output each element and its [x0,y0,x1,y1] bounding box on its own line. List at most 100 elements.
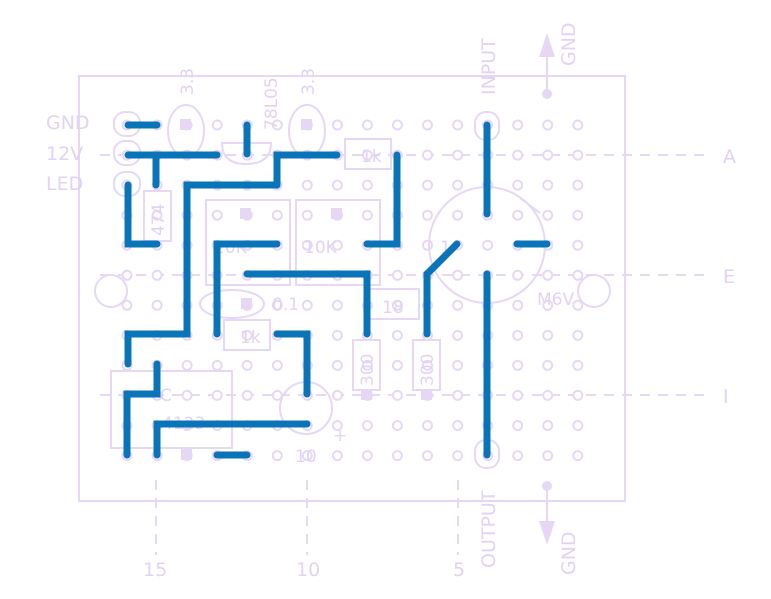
board-hole [572,329,584,341]
label-sensor: M6V [537,290,574,310]
board-hole [542,179,554,191]
board-hole [181,359,193,371]
gnd-top-dot [542,89,552,99]
board-hole [331,450,343,462]
label-cap-0v1: 0.1 [272,295,299,315]
trace [273,151,341,189]
board-hole [391,420,403,431]
cap-3v3-right-pad [301,119,312,130]
board-hole [361,179,373,191]
board-hole [572,209,584,221]
trim-left-pad1 [240,208,251,219]
board-hole [151,299,163,311]
trace [243,270,371,338]
board-hole [301,179,313,191]
res-300-left-pad [361,389,372,400]
board-hole [512,450,524,462]
trim-right-pad1 [331,208,342,219]
board-hole [211,359,223,371]
cap-0v1-pad [241,298,252,309]
label-res-474: 474 [149,204,169,236]
trim-left-outline [205,199,291,286]
label-sensor-pin: 1 [440,238,451,258]
pin-label-input: INPUT [478,38,500,95]
board-hole [331,389,343,401]
board-hole [452,119,464,131]
board-hole [391,329,403,341]
cap-3v3-right-outline [288,104,326,158]
row-label-e: E [723,266,735,288]
board-hole [512,119,524,131]
trace [423,240,461,338]
board-hole [271,359,283,371]
board-hole [391,450,403,462]
trace [124,181,161,248]
trace [273,330,311,398]
board-hole [271,389,283,401]
board-hole [542,450,554,462]
board-hole [512,179,524,191]
board-hole [572,269,584,281]
board-hole [542,420,554,431]
board-hole [512,389,524,401]
label-res-18: 18 [382,298,404,318]
board-hole [331,299,343,311]
board-hole [121,269,133,281]
board-hole [422,209,433,221]
board-hole [331,329,343,341]
board-hole [572,359,584,371]
label-res-1k-mid: 1k [240,328,261,348]
board-hole [422,119,433,131]
res-1k-mid-outline [223,319,271,351]
board-hole [512,209,524,221]
label-cap-10: 10 [295,447,317,467]
trace [123,360,161,459]
board-hole [422,359,433,371]
trace [213,240,281,338]
board-hole [452,179,464,191]
board-hole [301,209,313,221]
board-hole [422,450,433,462]
board-hole [452,420,464,431]
board-hole [572,389,584,401]
board-hole [422,420,433,431]
board-hole [572,420,584,431]
label-regulator: 78L05 [262,77,282,130]
board-hole [542,359,554,371]
board-hole [361,149,373,161]
gnd-top-arrow-icon [539,33,555,57]
pin-label-gnd-bottom: GND [558,531,580,575]
board-hole [452,450,464,462]
board-hole [271,450,283,462]
trace [363,151,401,248]
board-hole [512,299,524,311]
label-res-300-left: 300 [358,354,378,386]
pin-label-gnd: GND [46,112,90,134]
board-hole [512,329,524,341]
trace [124,181,281,368]
board-hole [151,209,163,221]
traces [123,121,551,459]
board-hole [211,119,223,131]
ic-pad [181,449,192,460]
board-hole [301,450,313,462]
board-hole [422,239,433,251]
board-hole [542,329,554,341]
column-label-15: 15 [143,559,167,581]
board-hole [331,420,343,431]
gnd-bottom-arrow-icon [539,521,555,545]
board-hole [572,450,584,462]
cap-0v1-outline [199,289,265,319]
mounting-hole-left [94,274,128,308]
pin-label-gnd-top: GND [558,22,580,66]
board-hole [572,299,584,311]
board-hole [452,329,464,341]
board-hole [572,119,584,131]
board-hole [391,269,403,281]
board-hole [452,209,464,221]
label-trim-right: 10K [304,238,338,258]
label-ic-line1: C [160,386,172,406]
board-hole [542,149,554,161]
board-hole [512,420,524,431]
